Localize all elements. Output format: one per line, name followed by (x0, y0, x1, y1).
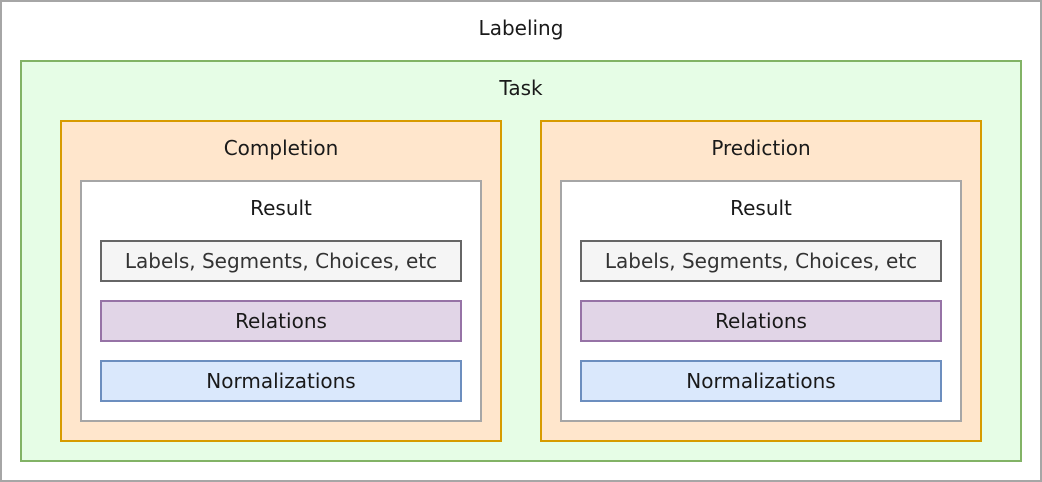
completion-title: Completion (223, 136, 339, 160)
prediction-labels-bar: Labels, Segments, Choices, etc (580, 240, 942, 282)
completion-normalizations-bar: Normalizations (100, 360, 462, 402)
task-title: Task (499, 76, 543, 100)
prediction-result-title: Result (730, 196, 792, 220)
completion-relations-bar: Relations (100, 300, 462, 342)
prediction-title: Prediction (711, 136, 811, 160)
prediction-relations-bar: Relations (580, 300, 942, 342)
completion-result-title: Result (250, 196, 312, 220)
labeling-title: Labeling (478, 16, 564, 40)
completion-labels-bar: Labels, Segments, Choices, etc (100, 240, 462, 282)
prediction-normalizations-bar: Normalizations (580, 360, 942, 402)
